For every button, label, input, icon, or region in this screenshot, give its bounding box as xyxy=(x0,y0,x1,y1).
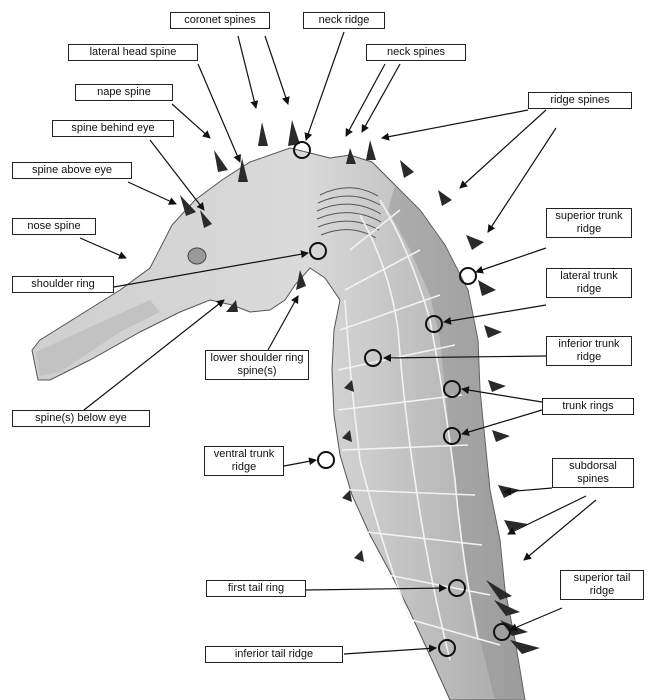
label-first-tail-ring: first tail ring xyxy=(206,580,306,597)
label-spines-below-eye: spine(s) below eye xyxy=(12,410,150,427)
label-shoulder-ring: shoulder ring xyxy=(12,276,114,293)
label-inferior-tail-ridge: inferior tail ridge xyxy=(205,646,343,663)
label-spine-above-eye: spine above eye xyxy=(12,162,132,179)
label-subdorsal-spines: subdorsal spines xyxy=(552,458,634,488)
label-nape-spine: nape spine xyxy=(75,84,173,101)
label-superior-tail-ridge: superior tail ridge xyxy=(560,570,644,600)
label-spine-behind-eye: spine behind eye xyxy=(52,120,174,137)
label-neck-spines: neck spines xyxy=(366,44,466,61)
label-ridge-spines: ridge spines xyxy=(528,92,632,109)
label-ventral-trunk-ridge: ventral trunk ridge xyxy=(204,446,284,476)
label-trunk-rings: trunk rings xyxy=(542,398,634,415)
label-superior-trunk-ridge: superior trunk ridge xyxy=(546,208,632,238)
label-coronet-spines: coronet spines xyxy=(170,12,270,29)
label-lateral-head-spine: lateral head spine xyxy=(68,44,198,61)
label-nose-spine: nose spine xyxy=(12,218,96,235)
eye xyxy=(188,248,206,264)
label-lower-shoulder-ring-spines: lower shoulder ring spine(s) xyxy=(205,350,309,380)
label-lateral-trunk-ridge: lateral trunk ridge xyxy=(546,268,632,298)
label-neck-ridge: neck ridge xyxy=(303,12,385,29)
label-inferior-trunk-ridge: inferior trunk ridge xyxy=(546,336,632,366)
